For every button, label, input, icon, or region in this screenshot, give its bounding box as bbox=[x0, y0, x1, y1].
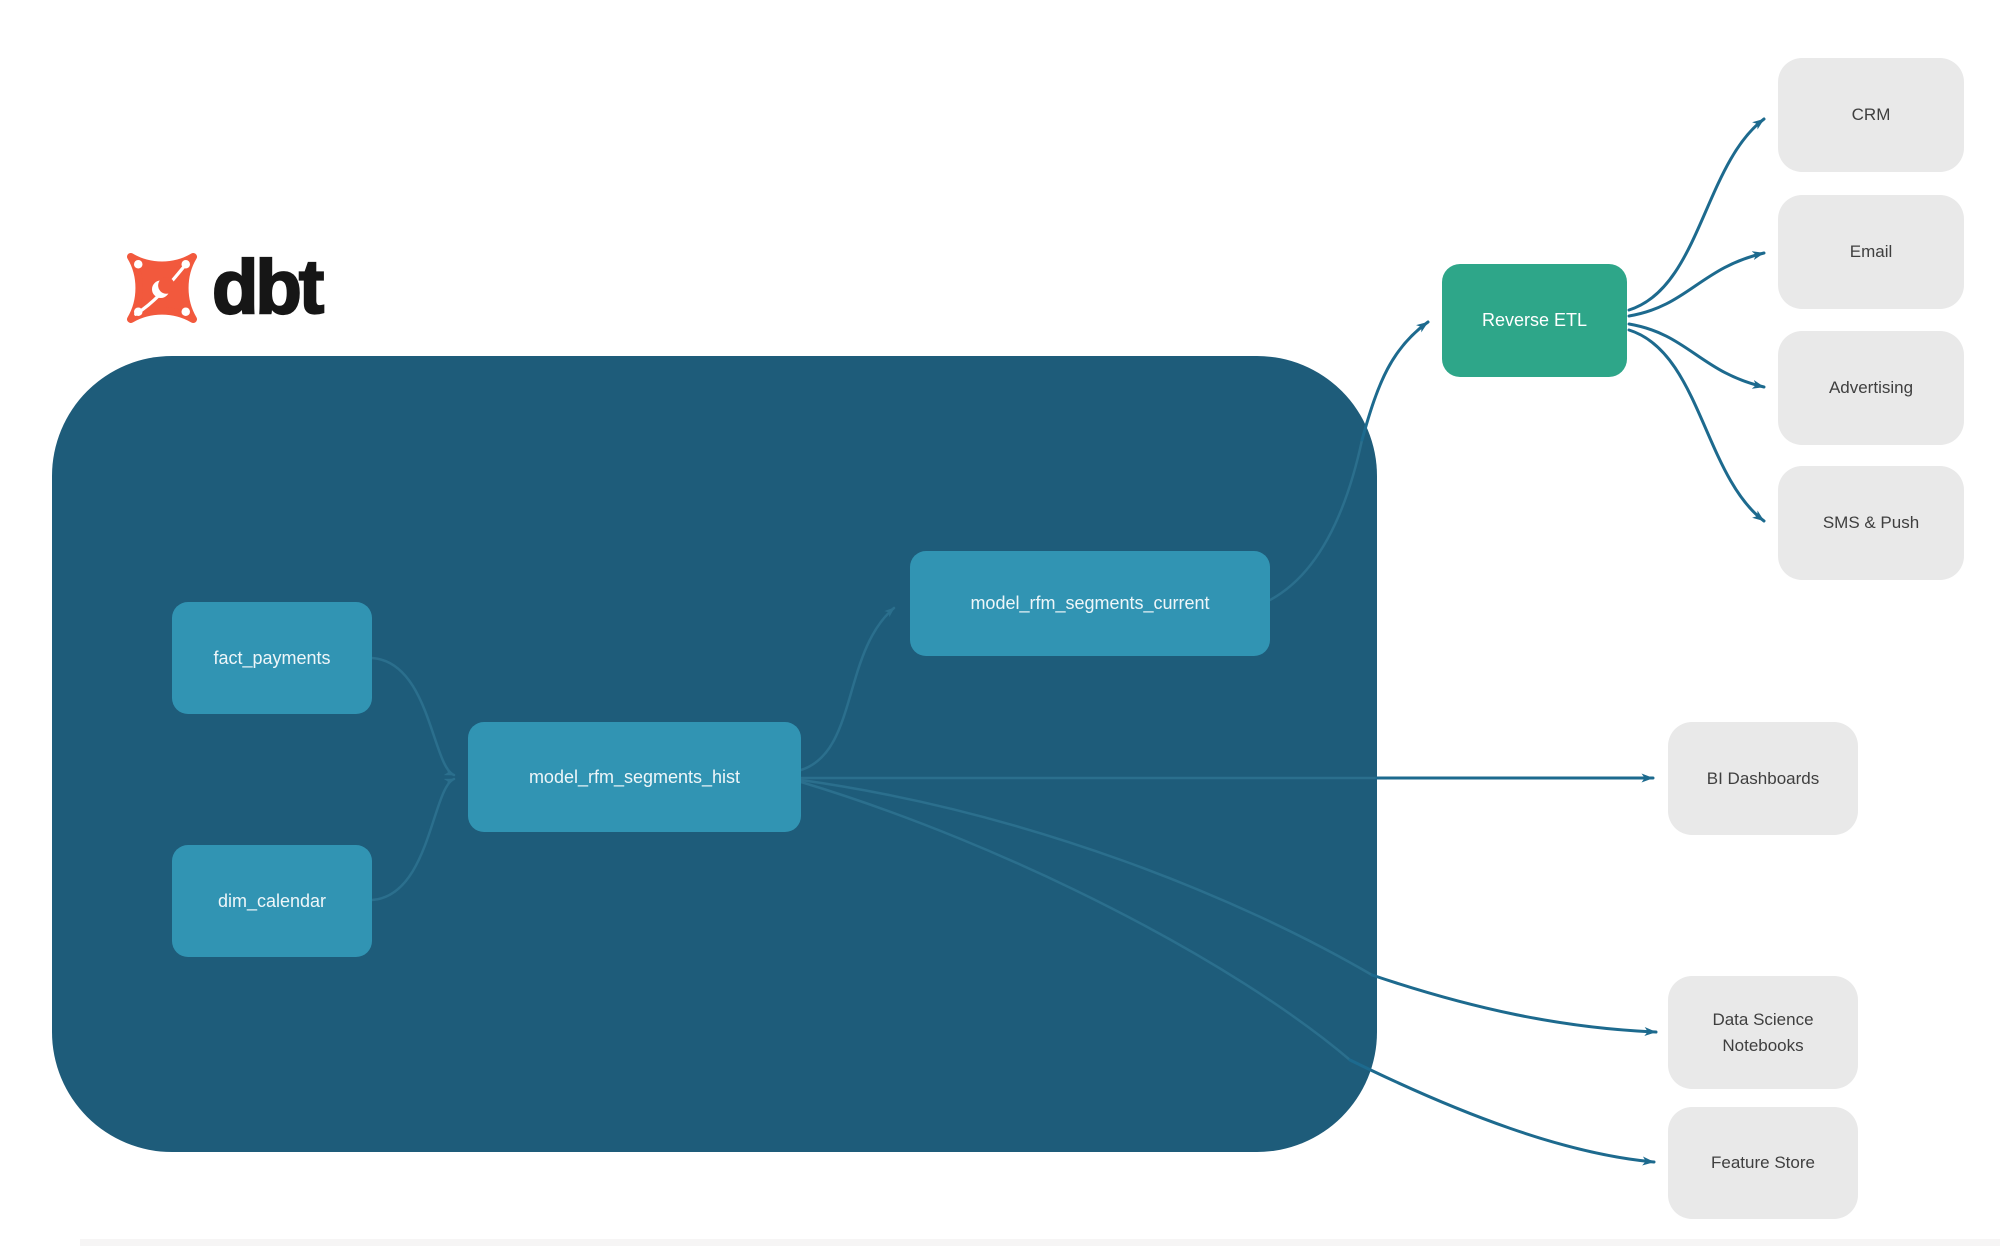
edge-etl-to-advertising bbox=[1627, 322, 1766, 389]
node-label: SMS & Push bbox=[1822, 513, 1920, 533]
edge-hist-to-ds-inner bbox=[799, 778, 1374, 977]
node-label: Reverse ETL bbox=[1481, 310, 1588, 330]
node-label: Data Science Notebooks bbox=[1712, 1010, 1814, 1055]
node-reverse-etl: Reverse ETL bbox=[1442, 264, 1627, 377]
edge-fact-to-hist bbox=[370, 656, 456, 777]
node-model-rfm-segments-current: model_rfm_segments_current bbox=[910, 551, 1270, 656]
node-label: Email bbox=[1849, 242, 1893, 262]
edge-current-to-etl-inner bbox=[1268, 438, 1364, 602]
dbt-star-icon bbox=[127, 253, 197, 323]
edge-etl-to-sms bbox=[1627, 328, 1766, 523]
node-label: Advertising bbox=[1828, 378, 1914, 398]
node-label: Feature Store bbox=[1711, 1153, 1815, 1173]
node-advertising: Advertising bbox=[1778, 331, 1964, 445]
edge-to-reverse-etl bbox=[1360, 320, 1430, 442]
edge-dim-to-hist bbox=[370, 777, 456, 902]
edge-hist-to-fs-inner bbox=[799, 780, 1352, 1062]
dbt-logo: dbt bbox=[122, 244, 325, 331]
edge-etl-to-crm bbox=[1627, 117, 1766, 312]
node-feature-store: Feature Store bbox=[1668, 1107, 1858, 1219]
node-sms-push: SMS & Push bbox=[1778, 466, 1964, 580]
node-label: CRM bbox=[1851, 105, 1891, 125]
dbt-logo-text: dbt bbox=[211, 244, 325, 330]
node-bi-dashboards: BI Dashboards bbox=[1668, 722, 1858, 835]
node-email: Email bbox=[1778, 195, 1964, 309]
node-label: model_rfm_segments_current bbox=[970, 593, 1210, 613]
node-label: dim_calendar bbox=[217, 890, 327, 911]
node-label: model_rfm_segments_hist bbox=[528, 766, 741, 787]
edge-hist-to-current bbox=[799, 606, 896, 772]
node-dim-calendar: dim_calendar bbox=[172, 845, 372, 957]
node-fact-payments: fact_payments bbox=[172, 602, 372, 714]
edge-etl-to-email bbox=[1627, 251, 1766, 318]
node-model-rfm-segments-hist: model_rfm_segments_hist bbox=[468, 722, 801, 832]
node-label: BI Dashboards bbox=[1706, 768, 1820, 788]
edge-to-data-science bbox=[1370, 973, 1658, 1037]
bottom-edge-band bbox=[80, 1239, 2000, 1246]
node-data-science-notebooks: Data Science Notebooks bbox=[1668, 976, 1858, 1089]
edge-to-feature-store bbox=[1348, 1058, 1656, 1166]
node-crm: CRM bbox=[1778, 58, 1964, 172]
node-label: fact_payments bbox=[213, 647, 331, 668]
